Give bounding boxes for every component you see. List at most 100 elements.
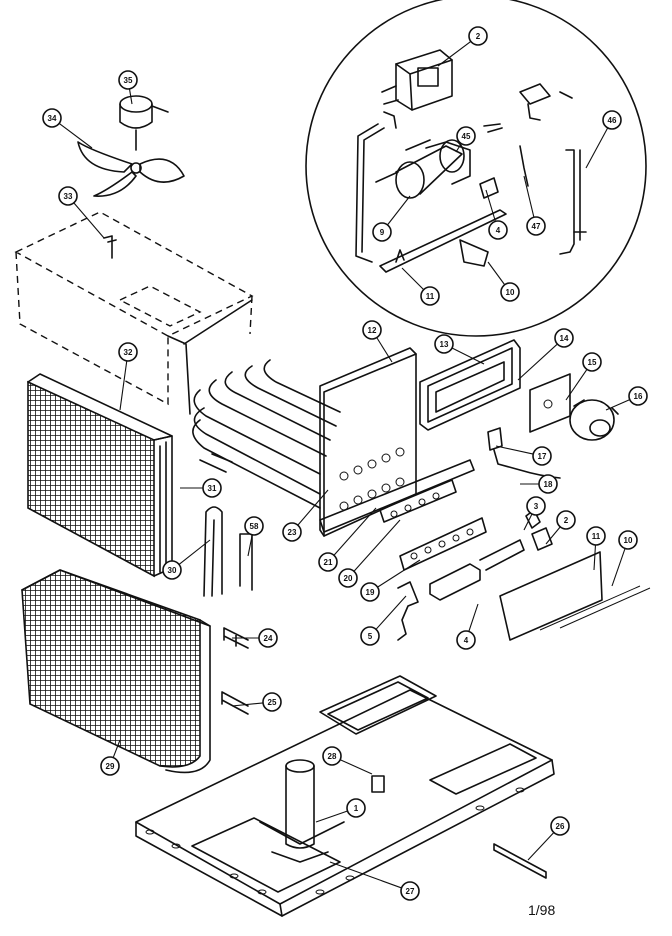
callout-number: 46 bbox=[608, 116, 617, 125]
fan-blade bbox=[77, 141, 185, 197]
callout-p1: 1 bbox=[315, 798, 366, 823]
callout-number: 15 bbox=[588, 358, 597, 367]
callout-p30: 30 bbox=[162, 539, 211, 580]
callout-p33: 33 bbox=[58, 186, 105, 239]
callout-p2b: 2 bbox=[545, 510, 576, 545]
leader-line bbox=[247, 534, 253, 557]
leader-line bbox=[485, 189, 496, 222]
collector-box-gasket bbox=[419, 339, 521, 431]
callout-number: 5 bbox=[368, 632, 373, 641]
callout-number: 12 bbox=[368, 326, 377, 335]
callout-bubble bbox=[162, 560, 182, 580]
leader-line bbox=[178, 539, 211, 565]
callout-number: 30 bbox=[168, 566, 177, 575]
callout-number: 47 bbox=[532, 222, 541, 231]
drain-fitting bbox=[371, 775, 385, 793]
callout-p58: 58 bbox=[244, 516, 264, 557]
callout-bubble bbox=[582, 352, 602, 372]
callout-number: 9 bbox=[380, 228, 385, 237]
leader-line bbox=[315, 810, 348, 823]
callout-bubble bbox=[202, 478, 222, 498]
callout-bubble bbox=[360, 626, 380, 646]
callout-p47: 47 bbox=[523, 175, 546, 236]
callout-number: 26 bbox=[556, 822, 565, 831]
callout-bubble bbox=[456, 126, 476, 146]
callout-number: 13 bbox=[440, 340, 449, 349]
callout-layer: 3534333231305829242528127261213141516171… bbox=[42, 26, 648, 901]
callout-p16: 16 bbox=[605, 386, 648, 411]
callout-number: 21 bbox=[324, 558, 333, 567]
callout-p35: 35 bbox=[118, 70, 138, 105]
callout-p12: 12 bbox=[362, 320, 393, 363]
callout-p34: 34 bbox=[42, 108, 93, 149]
leader-line bbox=[517, 343, 558, 381]
callout-p19: 19 bbox=[360, 559, 421, 602]
callout-bubble bbox=[118, 70, 138, 90]
inset-detail-circle bbox=[305, 0, 647, 337]
fan-motor bbox=[119, 95, 169, 151]
leader-line bbox=[585, 127, 609, 169]
callout-p46: 46 bbox=[585, 110, 622, 169]
callout-bubble bbox=[420, 286, 440, 306]
leader-line bbox=[231, 702, 264, 707]
callout-p14: 14 bbox=[517, 328, 574, 381]
top-clip bbox=[103, 235, 117, 259]
leader-line bbox=[565, 369, 588, 401]
callout-p20: 20 bbox=[338, 519, 401, 588]
callout-p18: 18 bbox=[520, 474, 558, 494]
leader-line bbox=[487, 261, 506, 286]
callout-number: 23 bbox=[288, 528, 297, 537]
callout-p10b: 10 bbox=[611, 530, 638, 587]
leader-line bbox=[523, 175, 535, 218]
callout-bubble bbox=[322, 746, 342, 766]
callout-bubble bbox=[360, 582, 380, 602]
inducer-motor bbox=[375, 139, 471, 199]
callout-number: 45 bbox=[462, 132, 471, 141]
callout-bubble bbox=[556, 510, 576, 530]
bracket-24 bbox=[223, 627, 249, 649]
leader-line bbox=[611, 548, 626, 587]
callout-p9: 9 bbox=[372, 195, 411, 242]
callout-p4b: 4 bbox=[456, 603, 479, 650]
callout-bubble bbox=[500, 282, 520, 302]
callout-bubble bbox=[318, 552, 338, 572]
callout-bubble bbox=[338, 568, 358, 588]
manifold-bracket bbox=[379, 209, 507, 273]
callout-number: 29 bbox=[106, 762, 115, 771]
callout-p13: 13 bbox=[434, 334, 485, 365]
callout-bubble bbox=[262, 692, 282, 712]
tube-sheet-panel bbox=[319, 347, 417, 537]
callout-number: 1 bbox=[354, 804, 359, 813]
callout-number: 27 bbox=[406, 887, 415, 896]
callout-p26: 26 bbox=[527, 816, 570, 861]
callout-bubble bbox=[282, 522, 302, 542]
leader-line bbox=[297, 489, 329, 526]
callout-number: 18 bbox=[544, 480, 553, 489]
leader-line bbox=[387, 195, 411, 226]
leader-line bbox=[329, 861, 402, 889]
burner-assembly bbox=[319, 459, 525, 601]
callout-p10: 10 bbox=[487, 261, 520, 302]
callout-bubble bbox=[602, 110, 622, 130]
top-cover-outline bbox=[14, 211, 254, 415]
bracket-25 bbox=[221, 691, 249, 715]
callout-p24: 24 bbox=[232, 628, 278, 648]
callout-p11b: 11 bbox=[586, 526, 606, 571]
callout-bubble bbox=[100, 756, 120, 776]
callout-bubble bbox=[532, 446, 552, 466]
callout-p21: 21 bbox=[318, 507, 377, 572]
callout-bubble bbox=[526, 216, 546, 236]
leader-line bbox=[605, 399, 630, 411]
callout-number: 10 bbox=[624, 536, 633, 545]
callout-p23: 23 bbox=[282, 489, 329, 542]
leader-line bbox=[523, 513, 533, 531]
leader-line bbox=[58, 122, 93, 149]
leader-line bbox=[339, 759, 373, 775]
callout-p29: 29 bbox=[100, 739, 121, 776]
callout-p27: 27 bbox=[329, 861, 420, 901]
callout-bubble bbox=[488, 220, 508, 240]
callout-bubble bbox=[550, 816, 570, 836]
callout-number: 33 bbox=[64, 192, 73, 201]
callout-bubble bbox=[628, 386, 648, 406]
